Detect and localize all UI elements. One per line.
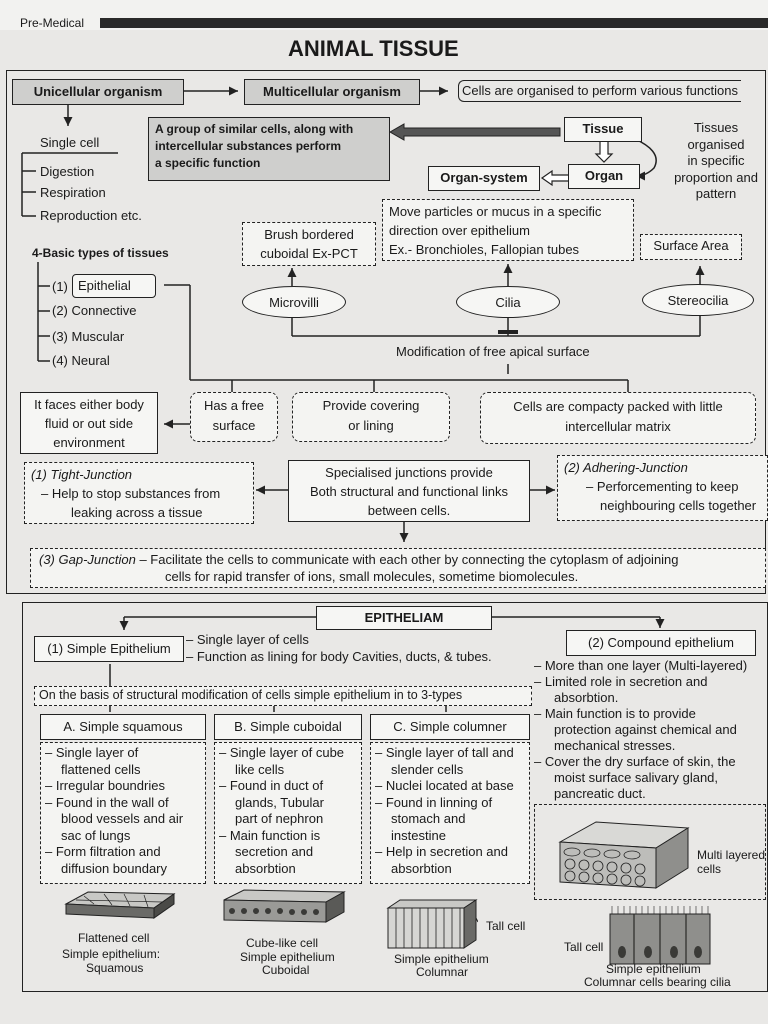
type-epithelial-box: Epithelial	[72, 274, 156, 298]
gap-junction-box: (3) Gap-Junction – Facilitate the cells …	[30, 548, 766, 588]
type-neural: (4) Neural	[52, 353, 110, 368]
cube-cell-label: Cube-like cell	[246, 936, 319, 950]
compound-epithelium-box: (2) Compound epithelium	[566, 630, 756, 656]
columnar-illustration	[386, 899, 478, 949]
type-connective: (2) Connective	[52, 303, 137, 318]
cuboidal-caption-2: Cuboidal	[262, 963, 310, 977]
epitheliam-box: EPITHELIAM	[316, 606, 492, 630]
multi-layered-label-1: Multi layered	[697, 848, 766, 862]
corner-label: Pre-Medical	[20, 16, 85, 30]
squamous-caption-2: Squamous	[86, 961, 144, 975]
microvilli-oval: Microvilli	[242, 286, 346, 318]
group-definition-box: A group of similar cells, along with int…	[148, 117, 390, 181]
function-reproduction: Reproduction etc.	[40, 208, 142, 223]
adhering-junction-box: (2) Adhering-Junction – Perforcementing …	[557, 455, 768, 521]
basis-box: On the basis of structural modification …	[34, 686, 532, 706]
cuboidal-title-box: B. Simple cuboidal	[214, 714, 362, 740]
basic-types-title: 4-Basic types of tissues	[32, 246, 169, 260]
surface-area-box: Surface Area	[640, 234, 742, 260]
cuboidal-caption-1: Simple epithelium	[240, 950, 335, 964]
function-digestion: Digestion	[40, 164, 95, 179]
type-muscular: (3) Muscular	[52, 329, 125, 344]
columnar-caption-2: Columnar	[416, 965, 469, 979]
simple-desc-2: – Function as lining for body Cavities, …	[186, 649, 492, 664]
multi-layered-label-2: cells	[697, 862, 722, 876]
cilia-oval: Cilia	[456, 286, 560, 318]
simple-desc-1: – Single layer of cells	[186, 632, 309, 647]
cells-organised-text: Cells are organised to perform various f…	[458, 80, 742, 102]
unicellular-box: Unicellular organism	[12, 79, 184, 105]
flattened-cell-label: Flattened cell	[78, 931, 150, 945]
top-frame	[6, 70, 766, 594]
function-respiration: Respiration	[40, 185, 106, 200]
compound-illustration-frame	[534, 804, 766, 900]
columnar-caption-1: Simple epithelium	[394, 952, 489, 966]
tall-cell-label: Tall cell	[486, 919, 526, 933]
single-cell-label: Single cell	[40, 135, 100, 150]
compound-desc: – More than one layer (Multi-layered) – …	[534, 658, 748, 801]
tissue-box: Tissue	[564, 117, 642, 142]
organ-box: Organ	[568, 164, 640, 189]
simple-epithelium-box: (1) Simple Epithelium	[34, 636, 184, 662]
page-title: ANIMAL TISSUE	[288, 36, 459, 61]
cilia-caption-2: Columnar cells bearing cilia	[584, 975, 731, 989]
modification-label: Modification of free apical surface	[396, 344, 590, 359]
ciliated-illustration	[609, 906, 711, 965]
multilayer-illustration	[558, 821, 690, 889]
squamous-caption-1: Simple epithelium:	[62, 947, 161, 961]
cuboidal-illustration	[223, 889, 346, 923]
type-1-num: (1)	[52, 279, 68, 294]
squamous-illustration	[64, 891, 176, 919]
multicellular-box: Multicellular organism	[244, 79, 420, 105]
squamous-title-box: A. Simple squamous	[40, 714, 206, 740]
corner-bar	[100, 18, 768, 28]
cilia-caption-1: Simple epithelium	[606, 962, 701, 976]
stereocilia-oval: Stereocilia	[642, 284, 754, 316]
columnar-title-box: C. Simple columner	[370, 714, 530, 740]
tall-cell-label-2: Tall cell	[564, 940, 604, 954]
organ-system-box: Organ-system	[428, 166, 540, 191]
tight-junction-box: (1) Tight-Junction – Help to stop substa…	[24, 462, 254, 524]
